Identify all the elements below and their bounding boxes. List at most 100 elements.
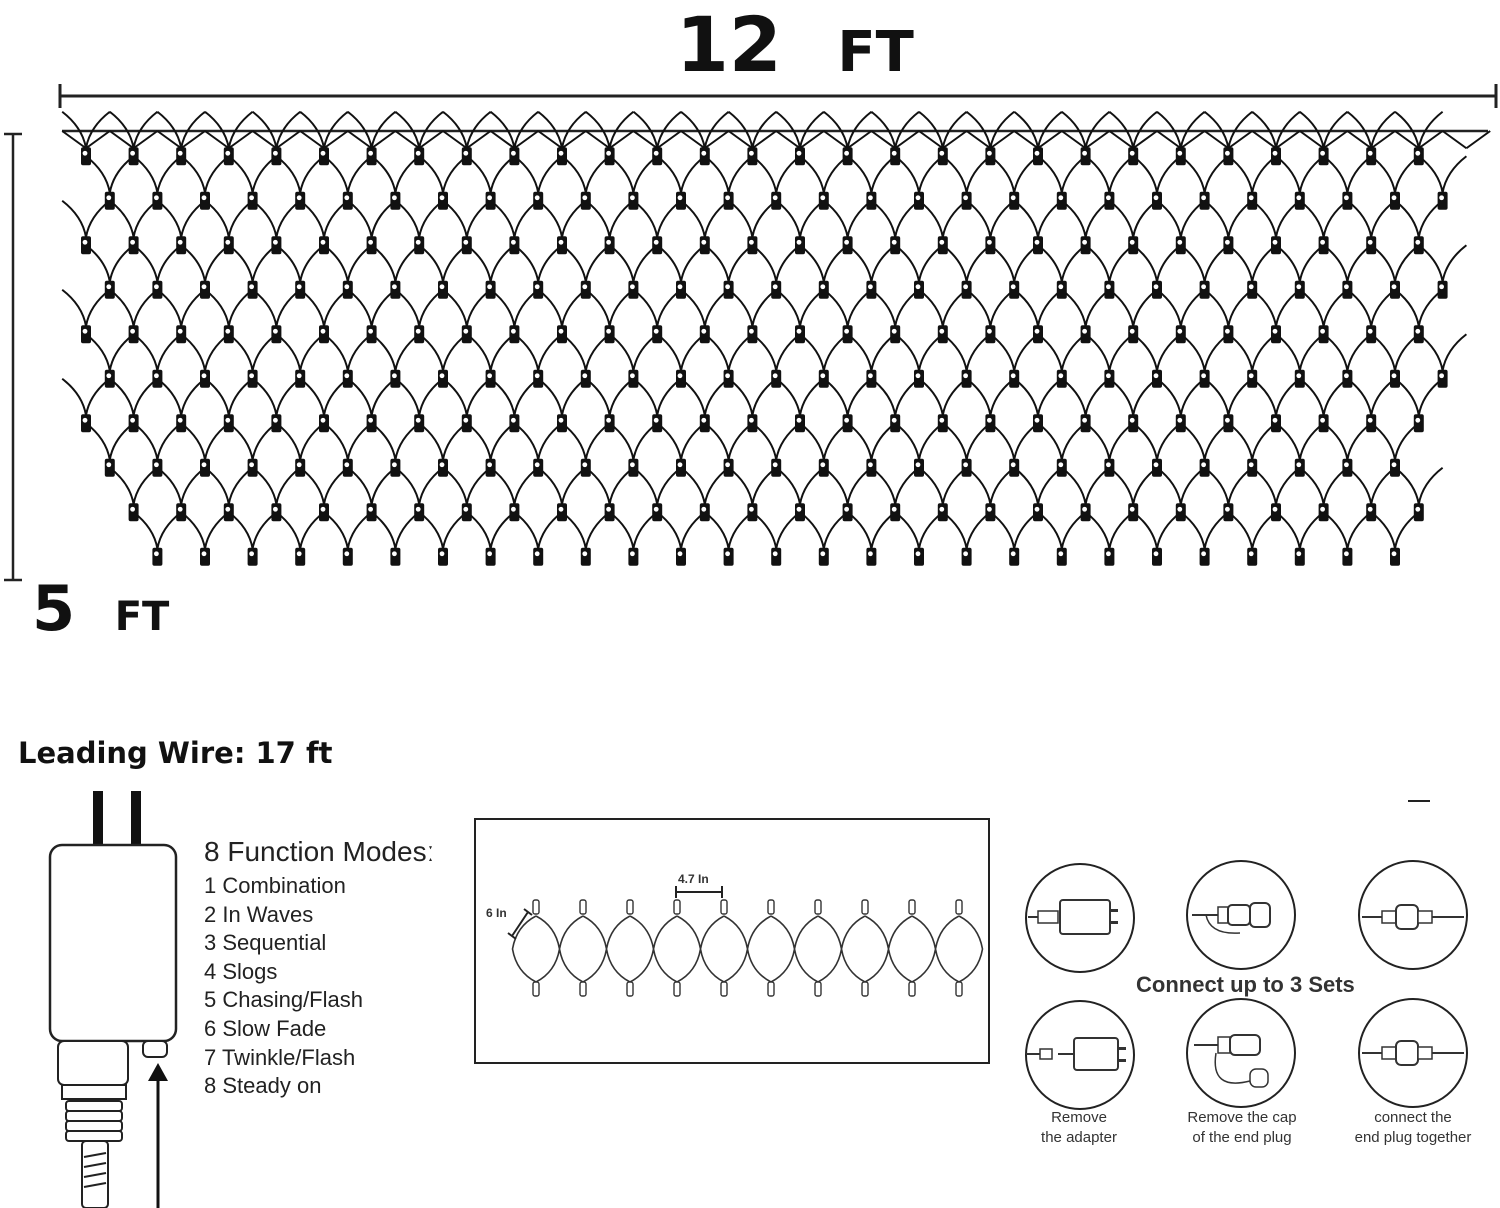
led-clip bbox=[890, 414, 901, 433]
detail-led bbox=[720, 899, 728, 915]
led-clip bbox=[1056, 369, 1067, 388]
led-bulb bbox=[844, 417, 849, 423]
led-bulb bbox=[1177, 506, 1183, 512]
led-bulb bbox=[987, 328, 992, 334]
detail-led bbox=[720, 981, 728, 997]
led-clip bbox=[509, 325, 520, 344]
led-clip bbox=[1271, 414, 1281, 433]
led-bulb bbox=[1153, 551, 1159, 557]
height-dimension-label: 5 FT bbox=[32, 572, 169, 645]
led-bulb bbox=[1248, 373, 1254, 379]
led-bulb bbox=[1391, 551, 1397, 557]
led-bulb bbox=[1320, 506, 1325, 512]
led-clip bbox=[1294, 369, 1305, 388]
led-clip bbox=[1247, 547, 1258, 566]
led-bulb bbox=[891, 328, 897, 334]
led-bulb bbox=[368, 150, 373, 156]
detail-led bbox=[908, 981, 916, 997]
led-clip bbox=[1152, 369, 1162, 388]
led-bulb bbox=[1225, 417, 1230, 423]
led-clip bbox=[652, 325, 663, 344]
height-unit: FT bbox=[114, 594, 170, 640]
led-bulb bbox=[1415, 506, 1421, 512]
detail-led bbox=[626, 899, 634, 915]
led-bulb bbox=[415, 150, 421, 156]
led-bulb bbox=[1272, 328, 1278, 334]
led-bulb bbox=[582, 373, 588, 379]
led-clip bbox=[961, 191, 972, 210]
led-bulb bbox=[368, 417, 373, 423]
led-clip bbox=[818, 280, 829, 299]
detail-led bbox=[767, 981, 775, 997]
led-clip bbox=[1318, 503, 1329, 522]
led-clip bbox=[1056, 547, 1067, 566]
led-clip bbox=[985, 503, 996, 522]
led-bulb bbox=[106, 284, 112, 290]
led-bulb bbox=[296, 284, 302, 290]
led-clip bbox=[1390, 458, 1400, 477]
led-clip bbox=[128, 503, 139, 522]
led-bulb bbox=[1153, 373, 1159, 379]
led-clip bbox=[628, 547, 639, 566]
led-bulb bbox=[1201, 462, 1206, 468]
detail-led bbox=[532, 899, 540, 915]
led-bulb bbox=[463, 239, 469, 245]
led-clip bbox=[985, 325, 996, 344]
led-bulb bbox=[439, 462, 445, 468]
led-clip bbox=[128, 414, 139, 433]
led-clip bbox=[461, 236, 472, 255]
detail-wires bbox=[511, 915, 984, 983]
led-bulb bbox=[725, 284, 730, 290]
led-bulb bbox=[1177, 328, 1183, 334]
led-clip bbox=[1294, 547, 1305, 566]
led-clip bbox=[747, 503, 758, 522]
led-bulb bbox=[1058, 195, 1064, 201]
led-bulb bbox=[273, 417, 278, 423]
led-clip bbox=[342, 191, 353, 210]
led-clip bbox=[1152, 458, 1162, 477]
led-bulb bbox=[701, 150, 707, 156]
led-bulb bbox=[939, 417, 945, 423]
led-bulb bbox=[463, 328, 469, 334]
vertical-spacing-marker bbox=[507, 908, 533, 940]
height-dimension-line bbox=[4, 132, 22, 582]
led-bulb bbox=[344, 284, 350, 290]
led-clip bbox=[1009, 191, 1020, 210]
led-clip bbox=[914, 547, 924, 566]
led-bulb bbox=[796, 506, 802, 512]
led-clip bbox=[1223, 236, 1234, 255]
net-light-diagram bbox=[4, 84, 1498, 582]
led-bulb bbox=[320, 506, 326, 512]
led-bulb bbox=[392, 284, 397, 290]
led-clip bbox=[580, 458, 591, 477]
mode-item: 2 In Waves bbox=[204, 901, 314, 927]
mode-item: 8 Steady on bbox=[204, 1073, 322, 1099]
led-bulb bbox=[201, 373, 207, 379]
led-bulb bbox=[1201, 195, 1206, 201]
led-clip bbox=[842, 147, 853, 166]
detail-led bbox=[861, 981, 869, 997]
led-clip bbox=[604, 236, 615, 255]
led-clip bbox=[1318, 147, 1329, 166]
led-clip bbox=[747, 414, 758, 433]
led-clip bbox=[580, 280, 591, 299]
connect-sets-title: Connect up to 3 Sets bbox=[1136, 972, 1355, 997]
led-bulb bbox=[891, 150, 897, 156]
led-bulb bbox=[320, 150, 326, 156]
led-clip bbox=[152, 369, 163, 388]
led-clip bbox=[438, 547, 448, 566]
led-clip bbox=[438, 191, 448, 210]
led-bulb bbox=[772, 284, 778, 290]
led-bulb bbox=[939, 506, 945, 512]
led-bulb bbox=[677, 373, 683, 379]
led-clip bbox=[818, 547, 829, 566]
led-clip bbox=[628, 458, 639, 477]
led-bulb bbox=[154, 551, 159, 557]
led-clip bbox=[818, 191, 829, 210]
led-clip bbox=[176, 236, 187, 255]
led-clip bbox=[1223, 414, 1234, 433]
led-bulb bbox=[1010, 462, 1016, 468]
led-clip bbox=[699, 236, 710, 255]
led-bulb bbox=[1129, 417, 1135, 423]
led-clip bbox=[414, 236, 425, 255]
